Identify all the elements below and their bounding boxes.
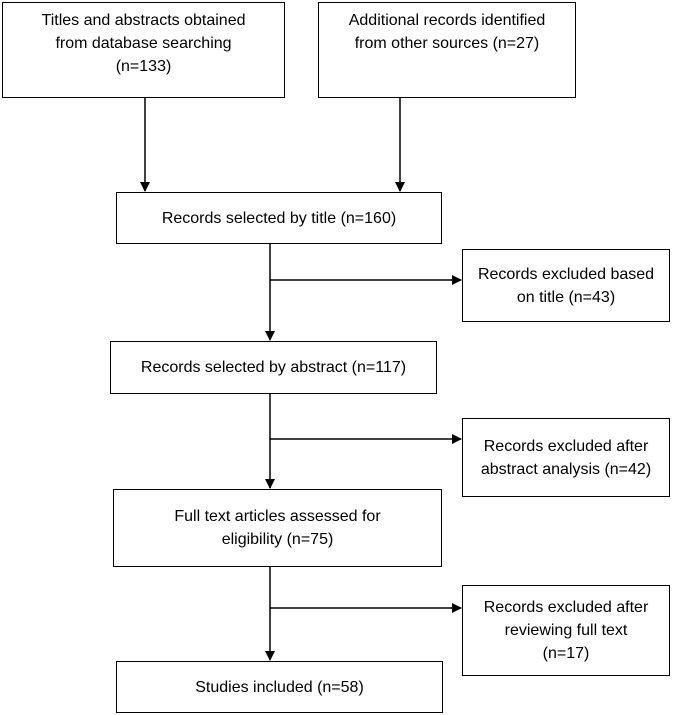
- node-selected-by-abstract: Records selected by abstract (n=117): [110, 341, 437, 394]
- node-full-text-assessed-line2: eligibility (n=75): [221, 531, 334, 548]
- node-excluded-full-text-line1: Records excluded after: [483, 599, 649, 616]
- node-other-sources: Additional records identified from other…: [318, 2, 576, 98]
- node-database-search-line1: Titles and abstracts obtained: [41, 12, 246, 29]
- node-selected-by-title-line1: Records selected by title (n=160): [161, 209, 397, 227]
- node-excluded-title: Records excluded based on title (n=43): [462, 249, 670, 322]
- node-database-search-line3: (n=133): [115, 58, 172, 75]
- node-selected-by-abstract-line1: Records selected by abstract (n=117): [140, 359, 407, 376]
- node-database-search: Titles and abstracts obtained from datab…: [2, 2, 285, 98]
- node-excluded-full-text-line2: reviewing full text: [504, 622, 628, 639]
- node-excluded-abstract-line1: Records excluded after: [483, 437, 649, 455]
- node-full-text-assessed-line1: Full text articles assessed for: [174, 508, 381, 525]
- node-studies-included-line1: Studies included (n=58): [195, 678, 364, 696]
- node-database-search-line2: from database searching: [55, 35, 232, 52]
- node-excluded-full-text: Records excluded after reviewing full te…: [462, 585, 670, 676]
- node-excluded-title-line1: Records excluded based: [477, 265, 655, 283]
- node-other-sources-line2: from other sources (n=27): [354, 35, 540, 52]
- node-full-text-assessed: Full text articles assessed for eligibil…: [113, 489, 442, 567]
- node-excluded-title-line2: on title (n=43): [516, 288, 616, 306]
- node-selected-by-title: Records selected by title (n=160): [116, 192, 442, 244]
- node-excluded-abstract-line2: abstract analysis (n=42): [480, 460, 652, 478]
- node-excluded-full-text-line3: (n=17): [542, 645, 590, 662]
- node-studies-included: Studies included (n=58): [116, 661, 443, 713]
- node-other-sources-line1: Additional records identified: [348, 12, 546, 29]
- node-excluded-abstract: Records excluded after abstract analysis…: [462, 418, 670, 497]
